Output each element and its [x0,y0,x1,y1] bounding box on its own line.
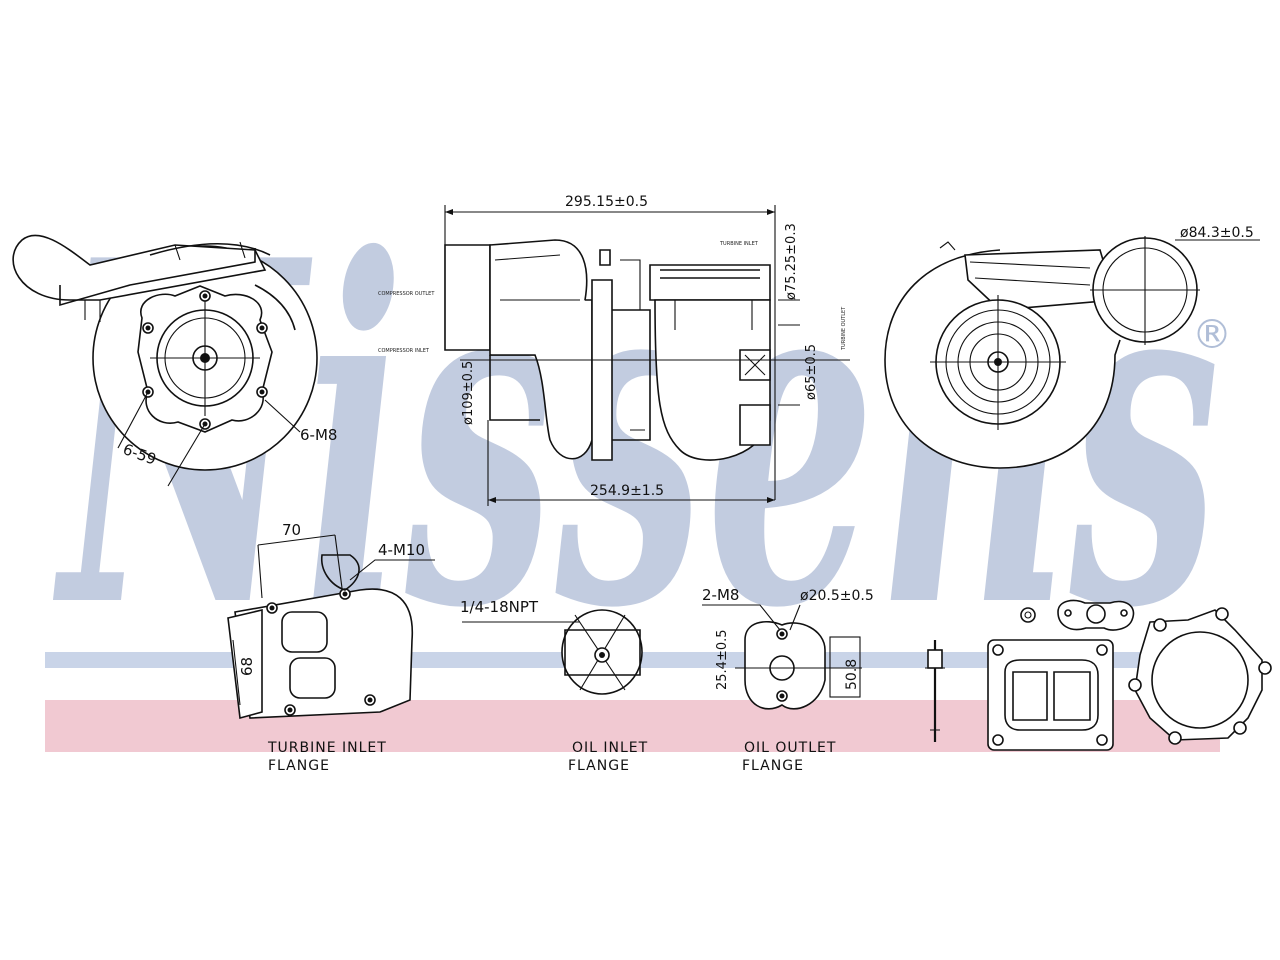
oil-inlet-thread-label: 1/4-18NPT [460,598,539,616]
compressor-outlet-label: COMPRESSOR OUTLET [378,291,435,297]
turbine-outlet-small-label: TURBINE OUTLET [841,306,847,351]
oil-outlet-bore-dim: ø20.5±0.5 [800,588,874,604]
side-elevation-view: 295.15±0.5 254.9±1.5 ø75.25±0.3 ø65±0.5 … [378,194,850,506]
caption-oil-inlet-line1: OIL INLET [572,740,648,756]
registered-mark: ® [1192,312,1232,358]
diameter-84-dim: ø84.3±0.5 [1180,225,1254,241]
bolt-pattern-label: 6-M8 [300,426,337,444]
oil-outlet-height-dim: 50.8 [844,659,860,690]
oil-inlet-flange-view: 1/4-18NPT [460,598,643,695]
turbine-flange-height-dim: 68 [238,657,256,676]
turbine-inlet-small-label: TURBINE INLET [719,241,759,247]
oil-outlet-bolts-label: 2-M8 [702,586,739,604]
caption-oil-outlet-line1: OIL OUTLET [744,740,836,756]
captions: TURBINE INLET FLANGE OIL INLET FLANGE OI… [267,740,836,774]
turbine-flange-bolts-label: 4-M10 [378,541,425,559]
outlet-height-dim: ø75.25±0.3 [784,223,799,300]
compressor-inlet-label: COMPRESSOR INLET [378,348,430,354]
caption-turbine-inlet-line1: TURBINE INLET [267,740,387,756]
gasket-kit [925,599,1272,751]
turbine-flange-width-dim: 70 [282,521,301,539]
oil-outlet-spacing-dim: 25.4±0.5 [715,629,730,690]
turbine-inlet-gasket [987,639,1114,751]
caption-oil-inlet-line2: FLANGE [568,758,630,774]
stud-bolt [925,640,945,742]
turbine-end-view: 6-M8 6-59 [12,234,337,487]
nut [1020,607,1036,623]
caption-turbine-inlet-line2: FLANGE [268,758,330,774]
caption-oil-outlet-line2: FLANGE [742,758,804,774]
turbine-outlet-gasket [1128,607,1272,745]
turbine-inlet-flange-view: 70 68 4-M10 [227,521,435,720]
oil-gasket [1057,599,1135,631]
diameter-109-dim: ø109±0.5 [461,361,476,425]
oil-outlet-flange-view: 2-M8 ø20.5±0.5 25.4±0.5 50.8 [702,586,874,710]
body-length-dim: 254.9±1.5 [590,483,664,499]
overall-length-dim: 295.15±0.5 [565,194,648,210]
diameter-65-dim: ø65±0.5 [804,344,819,400]
compressor-end-view: ø84.3±0.5 [884,225,1260,469]
